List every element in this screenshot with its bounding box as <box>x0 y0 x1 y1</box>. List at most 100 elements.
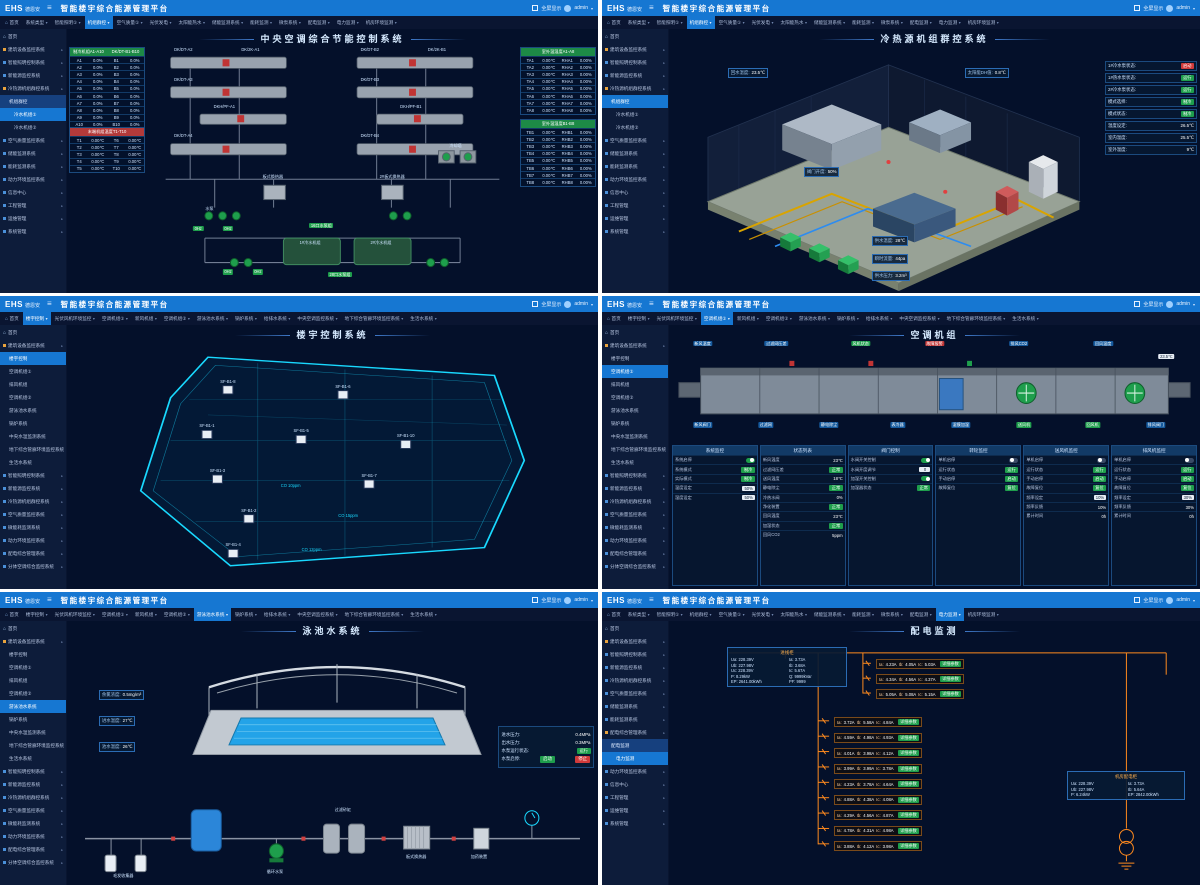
sidebar-item[interactable]: 储能监测系统▸ <box>0 147 66 160</box>
nav-item[interactable]: 储能监测系统▾ <box>811 16 848 29</box>
pump-stop-button[interactable]: 停止 <box>574 755 591 763</box>
nav-item[interactable]: 配电监测▾ <box>907 608 935 621</box>
nav-item[interactable]: 锅炉系统▾ <box>232 312 260 325</box>
status-value[interactable]: 启动 <box>1180 63 1194 69</box>
nav-item[interactable]: 智能照明①▾ <box>52 16 84 29</box>
user-menu-chevron-icon[interactable]: ▾ <box>1192 301 1195 307</box>
fullscreen-button[interactable]: 全屏显示 <box>1143 597 1164 604</box>
sidebar-item[interactable]: 新能源监控系统▸ <box>0 778 66 791</box>
nav-item[interactable]: 能耗监测▾ <box>849 16 877 29</box>
detail-params-button[interactable]: 详细参数 <box>897 796 920 803</box>
sidebar-item[interactable]: 中央水温监测系统 <box>602 430 668 443</box>
detail-params-button[interactable]: 详细参数 <box>939 676 962 682</box>
username[interactable]: admin <box>1176 597 1190 603</box>
nav-item[interactable]: 给排水系统▾ <box>863 312 896 325</box>
sidebar-item[interactable]: 信息中心▸ <box>0 186 66 199</box>
nav-item[interactable]: 储能监测系统▾ <box>209 16 246 29</box>
sidebar-item[interactable]: 工程管理▸ <box>602 791 668 804</box>
detail-params-button[interactable]: 详细参数 <box>897 734 920 741</box>
control-value[interactable]: 制冷 <box>741 466 755 473</box>
detail-params-button[interactable]: 详细参数 <box>897 812 920 818</box>
detail-params-button[interactable]: 详细参数 <box>897 719 920 725</box>
hamburger-menu-icon[interactable]: ≡ <box>46 595 52 604</box>
sidebar-item[interactable]: 建筑设备监控系统▸ <box>602 43 668 56</box>
nav-item[interactable]: 智能照明①▾ <box>654 16 686 29</box>
nav-item[interactable]: 系统类型▾ <box>625 608 653 621</box>
status-value[interactable]: 运行 <box>1180 75 1194 81</box>
sidebar-item[interactable]: 冷水机组② <box>0 121 66 134</box>
sidebar-item[interactable]: 智能照明控制系统▸ <box>602 648 668 661</box>
fullscreen-icon[interactable] <box>532 301 539 307</box>
nav-item[interactable]: 楼宇控制▾ <box>23 608 51 621</box>
sidebar-item[interactable]: 动力环境监控系统▸ <box>0 830 66 843</box>
sidebar-item[interactable]: 新能源监控系统▸ <box>602 661 668 674</box>
sidebar-item[interactable]: 空气质量监控系统▸ <box>602 508 668 521</box>
nav-item[interactable]: 电力监测▾ <box>936 16 964 29</box>
control-value[interactable]: 正常 <box>917 485 931 492</box>
nav-item[interactable]: 地下综合管廊环境监控系统▾ <box>944 312 1009 325</box>
sidebar-item[interactable]: 建筑设备监控系统▸ <box>0 339 66 352</box>
nav-item[interactable]: ⌂首页 <box>604 312 624 325</box>
sidebar-item[interactable]: 配电综合管理系统▸ <box>602 547 668 560</box>
fullscreen-icon[interactable] <box>532 5 539 11</box>
toggle-switch[interactable] <box>921 476 931 482</box>
detail-params-button[interactable]: 详细参数 <box>939 661 962 667</box>
nav-item[interactable]: 地下综合管廊环境监控系统▾ <box>342 312 407 325</box>
fullscreen-icon[interactable] <box>1134 5 1141 11</box>
sidebar-item[interactable]: 冷水机组① <box>602 108 668 121</box>
sidebar-item[interactable]: 微能耗监测系统▸ <box>602 521 668 534</box>
sidebar-item[interactable]: 冷热源机组群控系统▸ <box>0 495 66 508</box>
nav-item[interactable]: 太阳能热水▾ <box>777 608 810 621</box>
pump-start-button[interactable]: 启动 <box>539 755 556 763</box>
sidebar-item[interactable]: 空气质量监控系统▸ <box>0 134 66 147</box>
nav-item[interactable]: 空调机组②▾ <box>161 608 193 621</box>
nav-item[interactable]: 生活水系统▾ <box>407 608 440 621</box>
detail-params-button[interactable]: 详细参数 <box>897 843 920 849</box>
username[interactable]: admin <box>574 597 588 603</box>
fullscreen-button[interactable]: 全屏显示 <box>541 597 562 604</box>
nav-item[interactable]: 太阳能热水▾ <box>777 16 810 29</box>
sidebar-item[interactable]: 分体空调综合监控系统▸ <box>602 560 668 573</box>
nav-item[interactable]: 机组群控▾ <box>686 16 715 29</box>
sidebar-item[interactable]: 新能源监控系统▸ <box>602 482 668 495</box>
value-input[interactable]: 30% <box>1181 495 1194 501</box>
nav-item[interactable]: 空气质量①▾ <box>716 608 748 621</box>
nav-item[interactable]: 机组群控▾ <box>84 16 113 29</box>
sidebar-item[interactable]: 分体空调综合监控系统▸ <box>0 856 66 869</box>
sidebar-item[interactable]: 建筑设备监控系统▸ <box>0 43 66 56</box>
nav-item[interactable]: 机组群控▾ <box>687 608 715 621</box>
value-input[interactable]: 50% <box>742 485 755 491</box>
username[interactable]: admin <box>574 301 588 307</box>
control-value[interactable]: 复位 <box>1180 485 1194 492</box>
sidebar-item[interactable]: 配电监测 <box>602 739 668 752</box>
nav-item[interactable]: 空调机组①▾ <box>700 312 733 325</box>
nav-item[interactable]: 地下综合管廊环境监控系统▾ <box>342 608 407 621</box>
username[interactable]: admin <box>574 5 588 11</box>
nav-item[interactable]: 能耗监测▾ <box>247 16 275 29</box>
sidebar-item[interactable]: 运维管理▸ <box>602 804 668 817</box>
nav-item[interactable]: 机房环境监测▾ <box>965 16 1002 29</box>
sidebar-item[interactable]: 配电综合管理系统▸ <box>0 547 66 560</box>
sidebar-item[interactable]: 信息中心▸ <box>602 186 668 199</box>
nav-item[interactable]: 新风机组▾ <box>132 608 160 621</box>
sidebar-item[interactable]: ⌂首页 <box>602 622 668 635</box>
toggle-switch[interactable] <box>1097 457 1107 463</box>
sidebar-item[interactable]: 锅炉系统 <box>602 417 668 430</box>
nav-item[interactable]: 电力监测▾ <box>935 608 964 621</box>
nav-item[interactable]: 配电监测▾ <box>907 16 935 29</box>
control-value[interactable]: 复位 <box>1092 485 1107 492</box>
sidebar-item[interactable]: ⌂首页 <box>602 30 668 43</box>
nav-item[interactable]: 光伏风机环境监控▾ <box>52 608 98 621</box>
control-value[interactable]: 运行 <box>1004 466 1019 473</box>
sidebar-item[interactable]: 微能耗监测系统▸ <box>0 817 66 830</box>
sidebar-item[interactable]: 系统管理▸ <box>0 225 66 238</box>
status-value[interactable]: 运行 <box>1180 87 1194 93</box>
status-value[interactable]: 制冷 <box>1180 99 1194 105</box>
fullscreen-icon[interactable] <box>1134 301 1141 307</box>
nav-item[interactable]: 生活水系统▾ <box>1009 312 1042 325</box>
nav-item[interactable]: ⌂首页 <box>2 608 22 621</box>
nav-item[interactable]: 系统类型▾ <box>625 16 653 29</box>
sidebar-item[interactable]: 机组群控 <box>602 95 668 108</box>
sidebar-item[interactable]: 锅炉系统 <box>0 417 66 430</box>
nav-item[interactable]: 游泳池水系统▾ <box>193 608 231 621</box>
